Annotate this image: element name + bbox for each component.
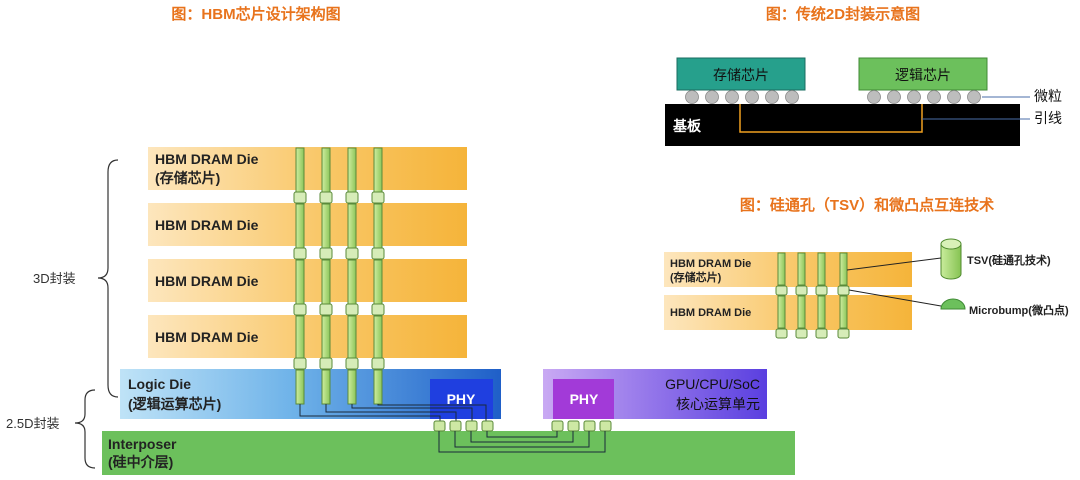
microbump-label: 微粒	[1034, 88, 1062, 104]
tsv-pointer	[846, 257, 942, 271]
traditional-2d-diagram: 基板 存储芯片 逻辑芯片 微粒 引线	[665, 57, 1062, 146]
logic-die-label: Logic Die	[128, 376, 191, 392]
gpu-label: GPU/CPU/SoC	[665, 376, 760, 392]
wire-label: 引线	[1034, 110, 1062, 126]
dram-die-1-label: HBM DRAM Die	[155, 151, 259, 167]
tsv-columns	[293, 147, 385, 405]
dram-die-4: HBM DRAM Die	[148, 315, 467, 358]
microbump-pointer-line	[848, 289, 942, 307]
tsv-label: TSV(硅通孔技术)	[967, 253, 1051, 267]
memory-chip	[676, 57, 806, 91]
tsv-microbump-diagram: HBM DRAM Die (存储芯片) HBM DRAM Die TSV(硅通孔…	[664, 238, 1069, 339]
brace-3d	[97, 159, 119, 398]
tsv-die-top-sublabel: (存储芯片)	[670, 270, 722, 284]
gpu-phy-label: PHY	[570, 391, 599, 407]
microbump-tech-label: Microbump(微凸点)	[969, 303, 1069, 317]
interposer-sublabel: (硅中介层)	[108, 454, 173, 470]
dram-die-2: HBM DRAM Die	[148, 203, 467, 246]
microbump-dome-icon	[940, 298, 966, 310]
microbump-balls	[685, 90, 981, 104]
tsv-die-top	[664, 252, 912, 287]
dram-die-3: HBM DRAM Die	[148, 259, 467, 302]
logic-chip	[858, 57, 988, 91]
hbm-phy: PHY	[430, 379, 493, 419]
hbm-phy-label: PHY	[447, 391, 476, 407]
logic-to-phy-wires	[299, 404, 487, 422]
traditional-diagram-title: 图：传统2D封装示意图	[766, 5, 920, 23]
interposer: Interposer (硅中介层)	[102, 431, 795, 475]
dram-die-1: HBM DRAM Die (存储芯片)	[148, 147, 467, 190]
logic-die-sublabel: (逻辑运算芯片)	[128, 396, 221, 412]
tsv-pillars	[775, 252, 850, 339]
substrate-label: 基板	[673, 118, 702, 134]
memory-chip-label: 存储芯片	[713, 67, 769, 83]
gpu-die: PHY GPU/CPU/SoC 核心运算单元	[543, 369, 767, 419]
gpu-sublabel: 核心运算单元	[676, 396, 760, 412]
interposer-microbumps	[433, 420, 612, 432]
brace-25d	[74, 389, 96, 469]
tsv-diagram-title: 图：硅通孔（TSV）和微凸点互连技术	[740, 196, 994, 214]
interposer-routing	[438, 431, 606, 453]
dram-die-2-label: HBM DRAM Die	[155, 217, 259, 233]
substrate	[665, 104, 1020, 146]
main-diagram-title: 图：HBM芯片设计架构图	[171, 5, 340, 23]
dram-die-1-sublabel: (存储芯片)	[155, 170, 220, 186]
tsv-die-bottom	[664, 295, 912, 330]
logic-chip-label: 逻辑芯片	[895, 67, 951, 83]
tsv-cylinder-icon	[940, 238, 962, 280]
tsv-die-bottom-label: HBM DRAM Die	[670, 307, 751, 319]
interposer-label: Interposer	[108, 436, 177, 452]
label-25d-packaging: 2.5D封装	[6, 416, 59, 431]
dram-die-3-label: HBM DRAM Die	[155, 273, 259, 289]
wire	[739, 104, 923, 133]
label-3d-packaging: 3D封装	[33, 271, 76, 286]
tsv-die-top-label: HBM DRAM Die	[670, 258, 751, 270]
dram-die-4-label: HBM DRAM Die	[155, 329, 259, 345]
